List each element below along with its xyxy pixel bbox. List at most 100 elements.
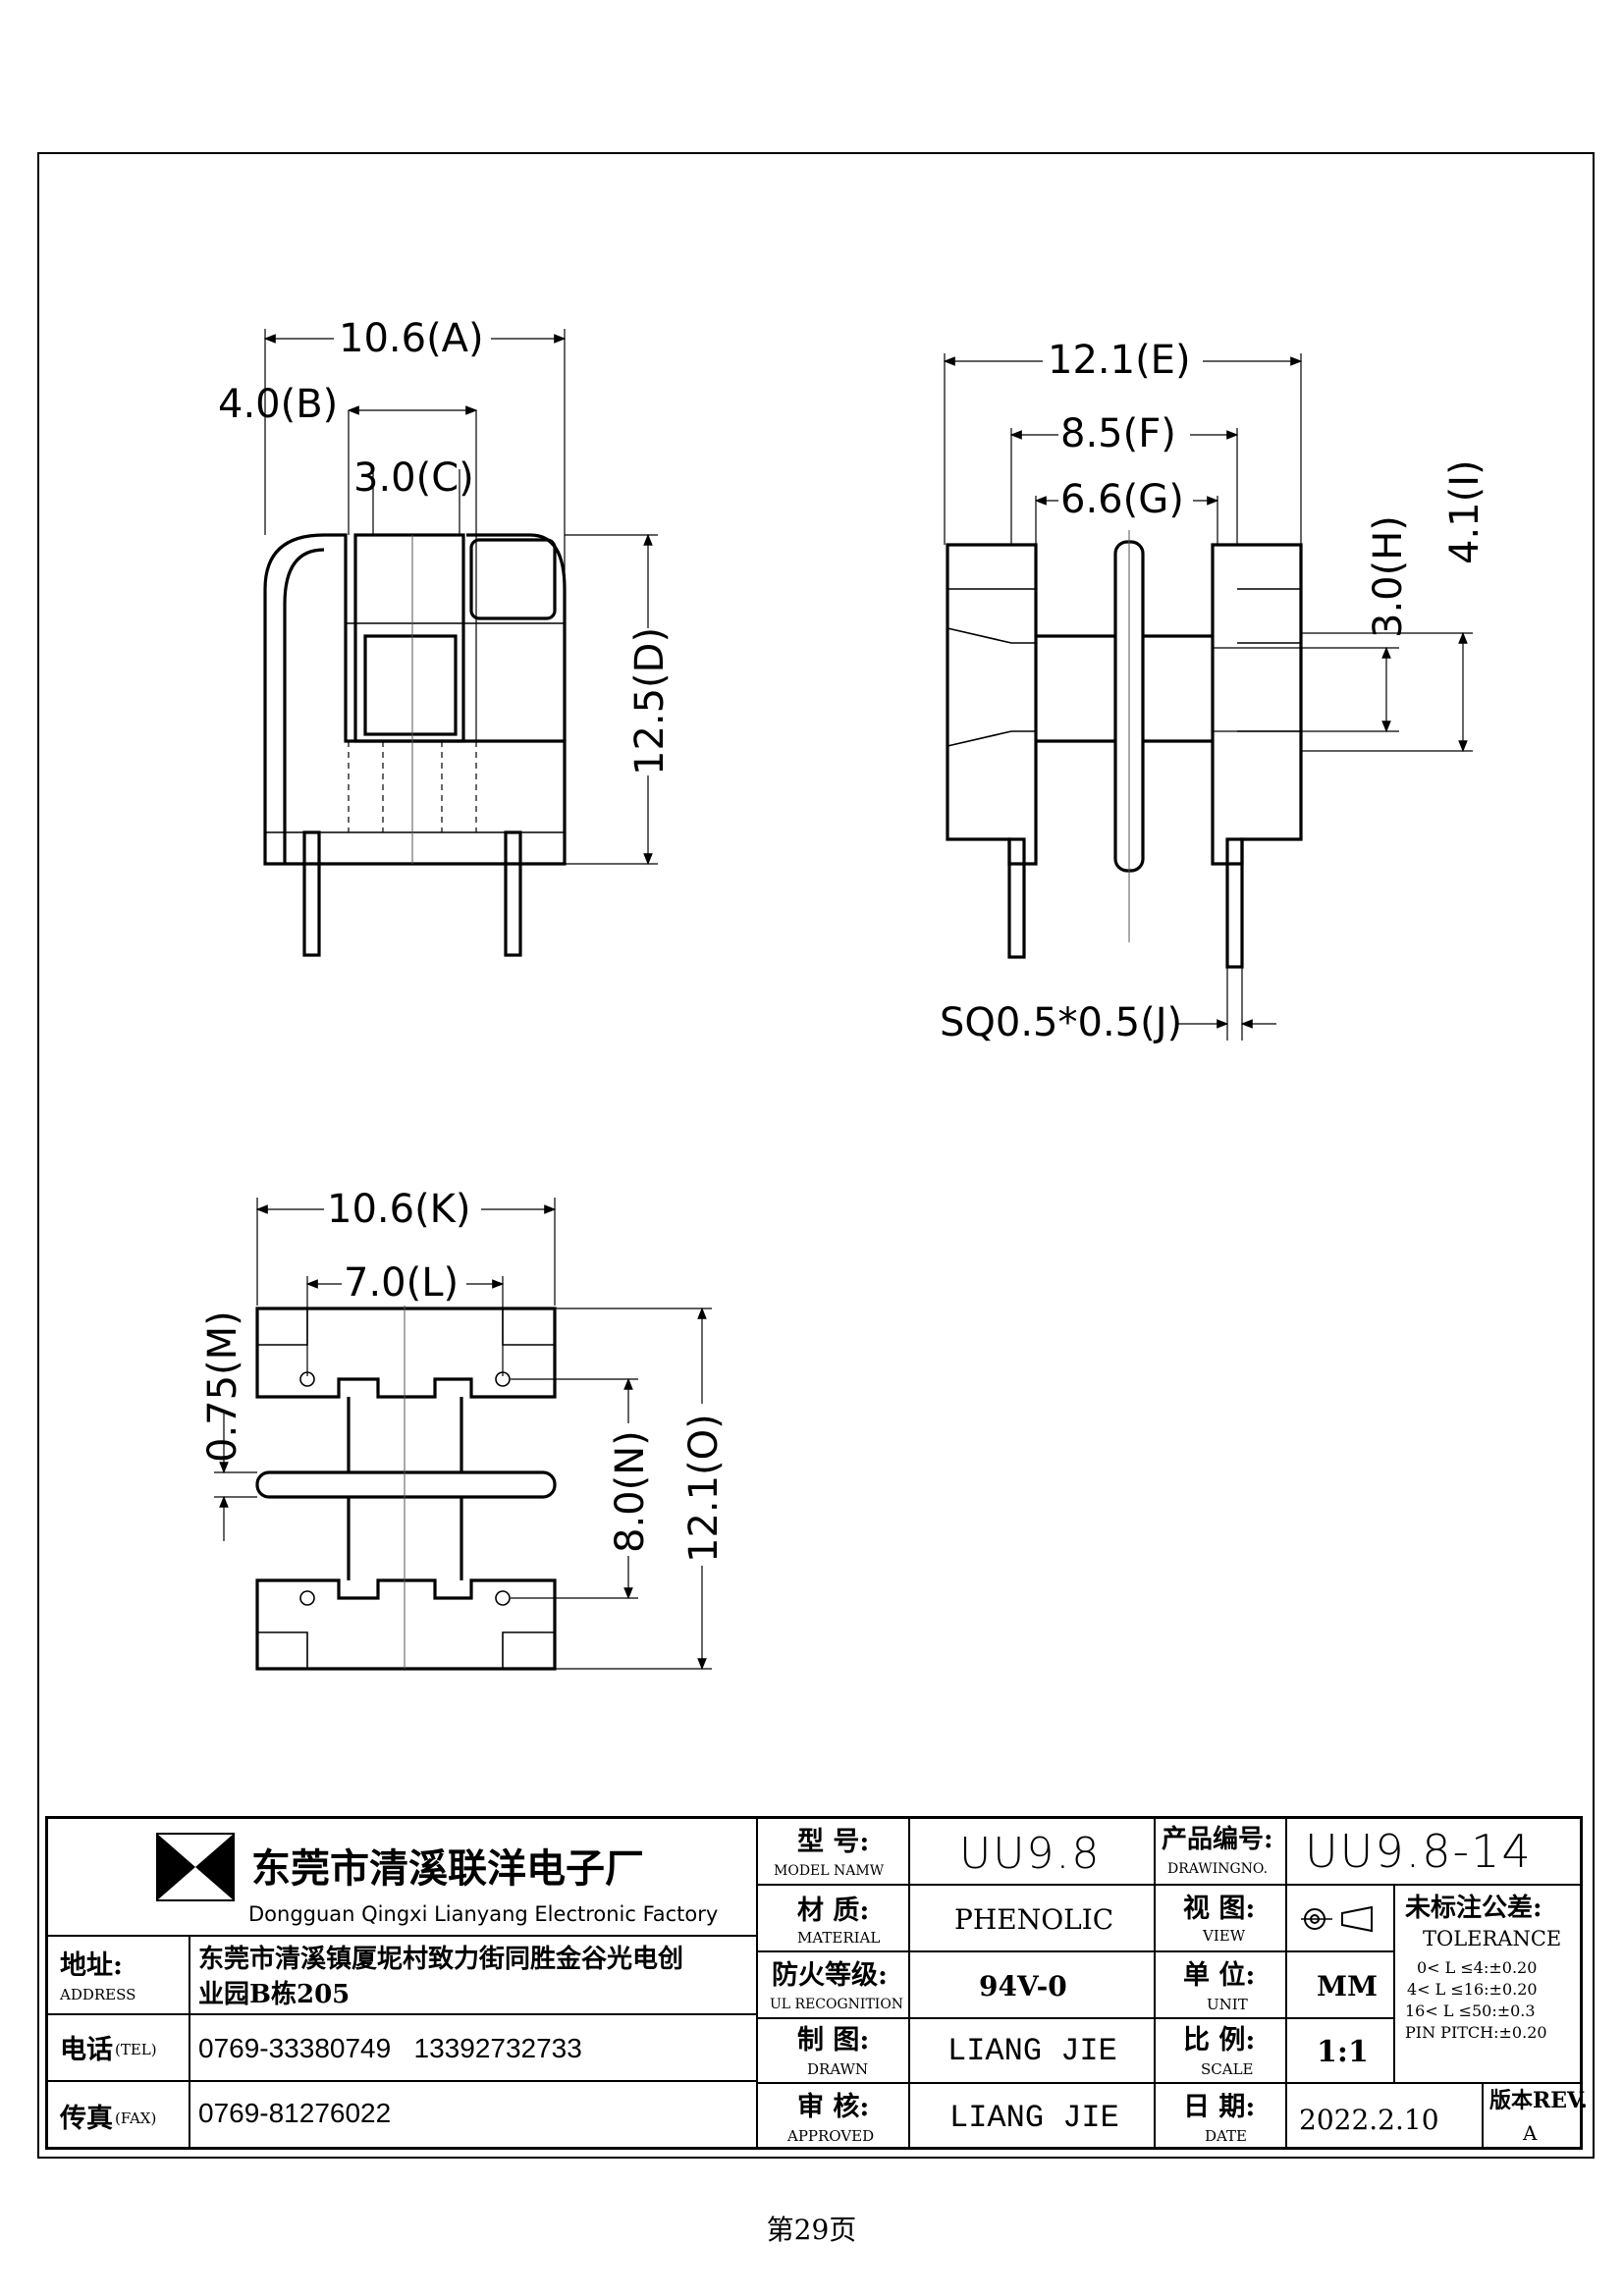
model-label-en: MODEL NAMW <box>774 1863 885 1879</box>
dim-K: 10.6(K) <box>327 1187 471 1232</box>
approved-label-cell: 审 核: APPROVED <box>757 2083 909 2148</box>
tel-value: 0769-33380749 13392732733 <box>198 2033 582 2063</box>
material-label-cn: 材 质: <box>797 1896 870 1926</box>
tel-label-cell: 电话 (TEL) <box>47 2014 189 2081</box>
unit-label-en: UNIT <box>1207 1996 1248 2013</box>
drawingno-label-cell: 产品编号: DRAWINGNO. <box>1155 1818 1286 1885</box>
side-view: 12.1(E) 8.5(F) 6.6(G) <box>940 338 1488 1045</box>
scale-label-cn: 比 例: <box>1183 2025 1256 2056</box>
tolerance-line-1: 0< L ≤4:±0.20 <box>1417 1958 1538 1977</box>
drawn-label-cell: 制 图: DRAWN <box>757 2018 909 2083</box>
company-name-en: Dongguan Qingxi Lianyang Electronic Fact… <box>248 1902 719 1926</box>
approved-label-cn: 审 核: <box>797 2092 870 2122</box>
address-line-2: 业园B栋205 <box>198 1980 351 2009</box>
dim-D: 12.5(D) <box>627 627 673 775</box>
dim-E: 12.1(E) <box>1048 338 1191 383</box>
unit-value: MM <box>1317 1970 1378 2002</box>
scale-value: 1:1 <box>1317 2035 1369 2069</box>
ul-value-cell: 94V-0 <box>909 1951 1155 2018</box>
drawing-frame <box>37 152 1595 2159</box>
tolerance-line-3: 16< L ≤50:±0.3 <box>1405 2002 1536 2020</box>
rev-cell: 版本REV. A <box>1483 2083 1588 2148</box>
fax-label-en: (FAX) <box>115 2109 157 2127</box>
ul-label-cn: 防火等级: <box>772 1960 888 1991</box>
tel-label-cn: 电话 <box>60 2035 113 2065</box>
dim-N: 8.0(N) <box>608 1430 653 1553</box>
tel-label-en: (TEL) <box>115 2041 157 2058</box>
material-value-cell: PHENOLIC <box>909 1885 1155 1951</box>
fax-value: 0769-81276022 <box>198 2098 392 2128</box>
rev-value: A <box>1523 2121 1538 2145</box>
company-cell: 东莞市清溪联洋电子厂 Dongguan Qingxi Lianyang Elec… <box>47 1818 757 1936</box>
drawingno-label-cn: 产品编号: <box>1162 1825 1273 1854</box>
material-label-cell: 材 质: MATERIAL <box>757 1885 909 1951</box>
drawn-value-cell: LIANG JIE <box>909 2018 1155 2083</box>
address-line-1: 东莞市清溪镇厦坭村致力街同胜金谷光电创 <box>198 1945 684 1974</box>
model-label-cell: 型 号: MODEL NAMW <box>757 1818 909 1885</box>
scale-label-en: SCALE <box>1201 2060 1254 2078</box>
dim-A: 10.6(A) <box>339 316 484 361</box>
bottom-view: 10.6(K) 7.0(L) 0.75(M) <box>200 1187 727 1671</box>
front-view: 10.6(A) 4.0(B) 3.0(C) <box>218 316 673 957</box>
dim-M: 0.75(M) <box>200 1310 245 1463</box>
drawn-label-en: DRAWN <box>807 2060 869 2078</box>
ul-label-en: UL RECOGNITION <box>770 1997 904 2012</box>
date-label-en: DATE <box>1205 2127 1247 2145</box>
drawingno-label-en: DRAWINGNO. <box>1167 1861 1269 1877</box>
model-label-cn: 型 号: <box>797 1827 870 1857</box>
address-label-cn: 地址: <box>60 1950 123 1981</box>
fax-value-cell: 0769-81276022 <box>189 2081 757 2148</box>
tolerance-label-en: TOLERANCE <box>1423 1927 1562 1950</box>
scale-value-cell: 1:1 <box>1286 2018 1394 2083</box>
page-number: 第29页 <box>766 2214 857 2246</box>
view-label-en: VIEW <box>1203 1927 1246 1945</box>
unit-label-cn: 单 位: <box>1183 1960 1256 1991</box>
address-label-cell: 地址: ADDRESS <box>47 1936 189 2014</box>
ul-value: 94V-0 <box>979 1970 1067 2002</box>
dim-I: 4.1(I) <box>1442 459 1488 564</box>
model-value-cell: UU9.8 <box>909 1818 1155 1885</box>
tolerance-line-2: 4< L ≤16:±0.20 <box>1407 1980 1538 1999</box>
dim-L: 7.0(L) <box>344 1260 459 1306</box>
date-value: 2022.2.10 <box>1299 2104 1439 2136</box>
date-label-cn: 日 期: <box>1183 2092 1256 2122</box>
unit-label-cell: 单 位: UNIT <box>1155 1951 1286 2018</box>
dim-C: 3.0(C) <box>353 455 474 501</box>
drawn-value: LIANG JIE <box>947 2033 1117 2069</box>
material-label-en: MATERIAL <box>797 1929 881 1947</box>
tolerance-label-cn: 未标注公差: <box>1405 1894 1542 1923</box>
dim-B: 4.0(B) <box>218 382 338 427</box>
title-block: 东莞市清溪联洋电子厂 Dongguan Qingxi Lianyang Elec… <box>45 1816 1588 2150</box>
approved-value: LIANG JIE <box>949 2100 1119 2136</box>
drawingno-value-cell: UU9.8-14 <box>1286 1818 1581 1885</box>
view-label-cell: 视 图: VIEW <box>1155 1885 1286 1951</box>
view-symbol-cell <box>1286 1885 1394 1951</box>
tolerance-line-4: PIN PITCH:±0.20 <box>1405 2023 1547 2042</box>
projection-symbol-icon <box>1301 1905 1373 1933</box>
approved-label-en: APPROVED <box>787 2127 875 2145</box>
ul-label-cell: 防火等级: UL RECOGNITION <box>757 1951 909 2018</box>
tolerance-cell: 未标注公差: TOLERANCE 0< L ≤4:±0.20 4< L ≤16:… <box>1394 1885 1581 2083</box>
dim-F: 8.5(F) <box>1060 411 1176 456</box>
date-value-cell: 2022.2.10 <box>1286 2083 1483 2148</box>
dim-H: 3.0(H) <box>1366 515 1411 638</box>
view-label-cn: 视 图: <box>1183 1894 1256 1924</box>
scale-label-cell: 比 例: SCALE <box>1155 2018 1286 2083</box>
fax-label-cell: 传真 (FAX) <box>47 2081 189 2148</box>
material-value: PHENOLIC <box>954 1903 1114 1936</box>
company-name-cn: 东莞市清溪联洋电子厂 <box>251 1846 644 1892</box>
fax-label-cn: 传真 <box>60 2104 113 2134</box>
dim-G: 6.6(G) <box>1060 477 1184 522</box>
address-label-en: ADDRESS <box>60 1986 136 2003</box>
rev-label: 版本REV. <box>1489 2088 1588 2113</box>
approved-value-cell: LIANG JIE <box>909 2083 1155 2148</box>
address-value-cell: 东莞市清溪镇厦坭村致力街同胜金谷光电创 业园B栋205 <box>189 1936 757 2014</box>
drawingno-value: UU9.8-14 <box>1305 1825 1533 1878</box>
unit-value-cell: MM <box>1286 1951 1394 2018</box>
dim-J: SQ0.5*0.5(J) <box>940 1000 1182 1045</box>
company-logo <box>156 1833 235 1901</box>
drawn-label-cn: 制 图: <box>797 2025 870 2056</box>
model-value: UU9.8 <box>959 1829 1102 1879</box>
date-label-cell: 日 期: DATE <box>1155 2083 1286 2148</box>
